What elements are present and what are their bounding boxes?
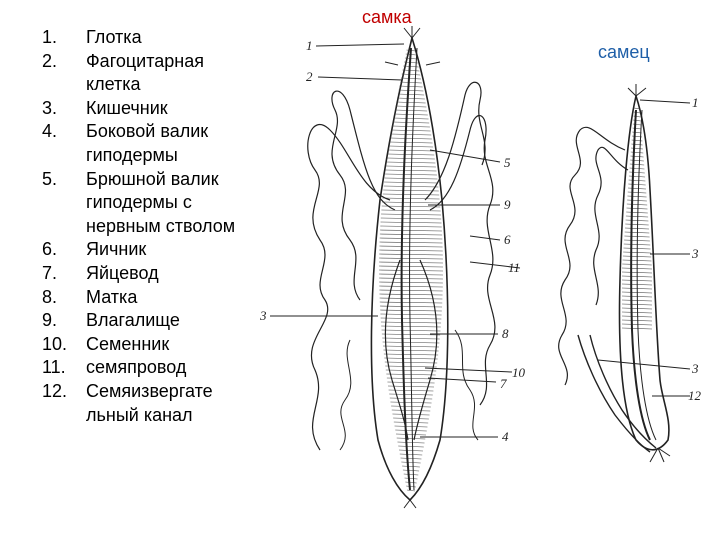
male-label-1: 1	[692, 95, 699, 110]
female-label-6: 6	[504, 232, 511, 247]
female-title: самка	[362, 7, 412, 27]
legend-item-text: семяпровод	[86, 357, 187, 378]
male-leaders	[597, 99, 691, 397]
legend-item-text: Кишечник	[86, 97, 168, 118]
legend-item: 6. Яичник	[42, 238, 246, 262]
female-label-3: 3	[259, 308, 267, 323]
female-label-7: 7	[500, 376, 507, 391]
female-label-4: 4	[502, 429, 509, 444]
legend-item: 11. семяпровод	[42, 356, 246, 380]
legend-item-text: Яйцевод	[86, 262, 159, 283]
legend-item-number: 11.	[42, 357, 66, 378]
legend-item: 7. Яйцевод	[42, 262, 246, 286]
legend-item-number: 5.	[42, 168, 58, 189]
male-label-12: 12	[688, 388, 702, 403]
legend-item-text: Матка	[86, 286, 138, 307]
legend-item-number: 2.	[42, 50, 58, 71]
female-label-10: 10	[512, 365, 526, 380]
female-label-9: 9	[504, 197, 511, 212]
legend-item: 8. Матка	[42, 286, 246, 310]
legend-item-text: Семяизвергате льный канал	[86, 380, 213, 425]
male-label-3b: 3	[691, 361, 699, 376]
legend-item-text: Фагоцитарная клетка	[86, 50, 205, 95]
legend-item-number: 12.	[42, 380, 68, 401]
legend-item: 10. Семенник	[42, 333, 246, 357]
legend-item-text: Брюшной валик гиподермы с нервным стволо…	[86, 168, 236, 236]
legend-item: 4. Боковой валик гиподермы	[42, 120, 246, 167]
female-label-5: 5	[504, 155, 511, 170]
female-label-2: 2	[306, 69, 313, 84]
legend-item-number: 8.	[42, 286, 58, 307]
legend-item-text: Боковой валик гиподермы	[86, 121, 209, 165]
legend-item: 12. Семяизвергате льный канал	[42, 380, 246, 427]
female-worm	[307, 26, 496, 509]
female-labels: 1 2 5 9 6 11 3 8 10 7 4	[259, 38, 526, 444]
legend-item-number: 1.	[42, 27, 58, 47]
legend-item-number: 7.	[42, 262, 58, 283]
legend-item-number: 4.	[42, 121, 58, 142]
legend-item: 1. Глотка	[42, 26, 246, 50]
legend-item-text: Глотка	[86, 27, 142, 47]
legend-item-number: 3.	[42, 97, 58, 118]
legend-item-text: Яичник	[86, 239, 147, 260]
male-worm	[558, 84, 671, 463]
female-label-8: 8	[502, 326, 509, 341]
legend-item-number: 9.	[42, 310, 58, 331]
legend-item: 9. Влагалище	[42, 309, 246, 333]
female-label-11: 11	[508, 260, 520, 275]
male-labels: 1 3 3 12	[688, 95, 702, 403]
male-title: самец	[598, 42, 650, 62]
legend-item-number: 6.	[42, 239, 58, 260]
female-label-1: 1	[306, 38, 313, 53]
legend-item-number: 10.	[42, 333, 68, 354]
female-leaders	[270, 43, 521, 438]
legend-item: 3. Кишечник	[42, 97, 246, 121]
legend-item-text: Влагалище	[86, 310, 180, 331]
legend-item-text: Семенник	[86, 333, 170, 354]
legend-item: 2. Фагоцитарная клетка	[42, 50, 246, 97]
legend-item: 5. Брюшной валик гиподермы с нервным ство…	[42, 168, 246, 239]
male-label-3a: 3	[691, 246, 699, 261]
